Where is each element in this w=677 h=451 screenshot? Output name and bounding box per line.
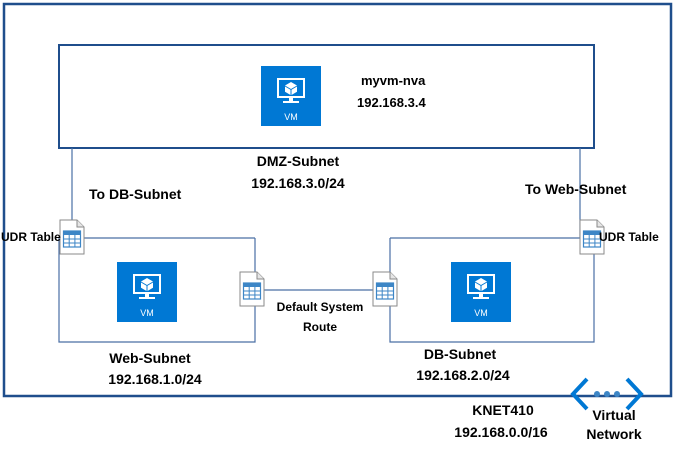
db-subnet-name: DB-Subnet <box>423 346 497 362</box>
udr-table-right-label: UDR Table <box>599 230 659 244</box>
nva-vm-caption: VM <box>284 112 298 122</box>
db-vm-caption: VM <box>474 308 488 318</box>
to-web-subnet-label: To Web-Subnet <box>525 181 627 197</box>
vnet-cidr: 192.168.0.0/16 <box>454 424 548 440</box>
route-table-web-icon <box>239 271 265 307</box>
dmz-subnet-cidr: 192.168.3.0/24 <box>251 175 345 191</box>
default-route-line1: Default System <box>276 300 364 314</box>
route-table-db-icon <box>372 271 398 307</box>
to-db-subnet-label: To DB-Subnet <box>89 186 182 202</box>
web-vm-caption: VM <box>140 308 154 318</box>
default-route-line2: Route <box>303 320 337 334</box>
nva-name: myvm-nva <box>361 73 426 88</box>
nva-ip: 192.168.3.4 <box>357 95 426 110</box>
vnet-frame <box>2 2 673 398</box>
vnet-label-line2: Network <box>586 426 642 442</box>
db-subnet-cidr: 192.168.2.0/24 <box>416 367 510 383</box>
virtual-network-icon <box>570 377 644 411</box>
vnet-label-line1: Virtual <box>592 407 636 423</box>
dmz-subnet-box <box>58 44 595 149</box>
dmz-subnet-name: DMZ-Subnet <box>256 153 340 169</box>
vnet-name: KNET410 <box>472 402 534 418</box>
web-subnet-cidr: 192.168.1.0/24 <box>108 371 202 387</box>
web-subnet-name: Web-Subnet <box>109 350 191 366</box>
udr-table-left-icon <box>59 219 85 255</box>
udr-table-left-label: UDR Table <box>1 230 61 244</box>
